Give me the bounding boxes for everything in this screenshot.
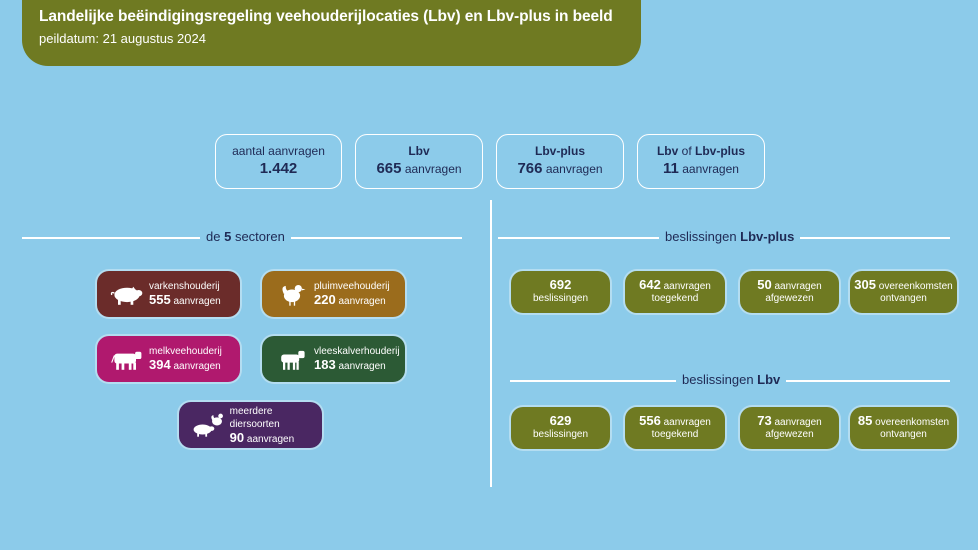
decision-unit: overeenkomsten <box>878 281 953 292</box>
stat-total-applications: aantal aanvragen 1.442 <box>215 134 342 189</box>
sectors-section-title: de 5 sectoren <box>200 229 291 245</box>
sector-name: vleeskalverhouderij <box>314 346 400 357</box>
stat-unit: aanvragen <box>404 162 462 176</box>
decision-unit: aanvragen <box>663 417 711 428</box>
header-banner: Landelijke beëindigingsregeling veehoude… <box>22 0 641 66</box>
stat-value: 766 <box>517 160 543 177</box>
stat-unit: aanvragen <box>545 162 603 176</box>
sector-value: 220 <box>314 292 336 307</box>
decision-label: afgewezen <box>765 429 814 440</box>
decision-unit: aanvragen <box>774 417 822 428</box>
decision-value: 642 <box>639 277 661 292</box>
stat-lbv-plus: Lbv-plus 766 aanvragen <box>496 134 624 189</box>
sector-vleeskalverhouderij: vleeskalverhouderij 183 aanvragen <box>262 336 405 382</box>
stat-label-of: of <box>681 144 692 158</box>
lbv-plus-rejected: 50 aanvragen afgewezen <box>740 271 839 313</box>
stat-label: Lbv-plus <box>535 144 585 158</box>
stat-value: 665 <box>376 160 402 177</box>
sector-varkenshouderij: varkenshouderij 555 aanvragen <box>97 271 240 317</box>
decision-label: toegekend <box>651 429 699 440</box>
decision-value: 629 <box>549 413 572 428</box>
decision-label: beslissingen <box>532 293 589 304</box>
stat-lbv-or-lbv-plus: Lbv of Lbv-plus 11 aanvragen <box>637 134 765 189</box>
lbv-decisions: 629 beslissingen <box>511 407 610 449</box>
decision-label: ontvangen <box>880 429 927 440</box>
lbv-plus-section-title: beslissingen Lbv-plus <box>659 229 801 245</box>
sector-name: pluimveehouderij <box>314 281 390 292</box>
decision-value: 692 <box>549 277 572 292</box>
calf-icon <box>272 344 312 374</box>
lbv-agreements: 85 overeenkomsten ontvangen <box>850 407 957 449</box>
stat-unit: aanvragen <box>682 162 739 176</box>
pig-and-chicken-icon <box>189 410 228 440</box>
stat-lbv: Lbv 665 aanvragen <box>355 134 483 189</box>
sector-unit: aanvragen <box>246 433 295 445</box>
sector-name: meerdere diersoorten <box>229 405 280 430</box>
decision-unit: overeenkomsten <box>875 417 950 428</box>
sector-value: 555 <box>149 292 171 307</box>
sector-unit: aanvragen <box>173 361 221 372</box>
lbv-plus-granted: 642 aanvragen toegekend <box>625 271 725 313</box>
pig-icon <box>107 279 147 309</box>
stat-value: 11 <box>663 160 679 177</box>
sector-value: 183 <box>314 357 336 372</box>
sector-name: melkveehouderij <box>149 346 222 357</box>
stat-label-b: Lbv-plus <box>695 144 746 158</box>
sector-pluimveehouderij: pluimveehouderij 220 aanvragen <box>262 271 405 317</box>
decision-label: afgewezen <box>765 293 814 304</box>
sector-value: 394 <box>149 357 171 372</box>
sector-unit: aanvragen <box>173 296 221 307</box>
sector-value: 90 <box>229 429 245 445</box>
sector-name: varkenshouderij <box>149 281 220 292</box>
lbv-plus-decisions: 692 beslissingen <box>511 271 610 313</box>
decision-value: 556 <box>639 413 661 428</box>
page-title: Landelijke beëindigingsregeling veehoude… <box>39 8 613 25</box>
decision-unit: aanvragen <box>663 281 711 292</box>
decision-value: 85 <box>857 413 873 428</box>
lbv-rejected: 73 aanvragen afgewezen <box>740 407 839 449</box>
decision-label: toegekend <box>651 293 699 304</box>
chicken-icon <box>272 279 312 309</box>
decision-value: 305 <box>854 277 876 292</box>
decision-unit: aanvragen <box>774 281 822 292</box>
stat-value: 1.442 <box>259 160 298 177</box>
sector-unit: aanvragen <box>338 361 386 372</box>
stat-label: Lbv <box>408 144 430 158</box>
lbv-plus-agreements: 305 overeenkomsten ontvangen <box>850 271 957 313</box>
lbv-section-title: beslissingen Lbv <box>676 372 787 388</box>
decision-label: ontvangen <box>880 293 927 304</box>
decision-value: 73 <box>757 413 772 428</box>
cow-icon <box>107 344 147 374</box>
decision-value: 50 <box>757 277 772 292</box>
vertical-divider <box>490 200 492 487</box>
stat-label-a: Lbv <box>656 144 679 158</box>
decision-label: beslissingen <box>532 429 589 440</box>
sector-melkveehouderij: melkveehouderij 394 aanvragen <box>97 336 240 382</box>
reference-date: peildatum: 21 augustus 2024 <box>39 31 206 46</box>
sector-unit: aanvragen <box>338 296 386 307</box>
sector-meerdere-diersoorten: meerdere diersoorten 90 aanvragen <box>179 402 322 448</box>
lbv-granted: 556 aanvragen toegekend <box>625 407 725 449</box>
stat-label: aantal aanvragen <box>232 144 325 158</box>
